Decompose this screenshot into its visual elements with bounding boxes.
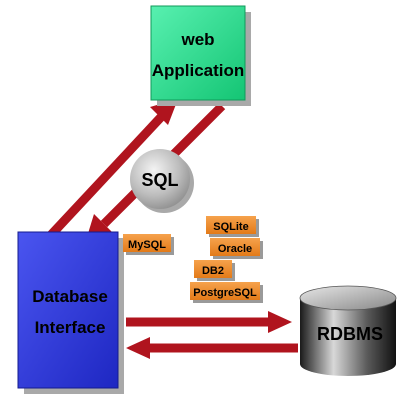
- tag-postgresql: PostgreSQL: [190, 282, 263, 303]
- driver-tags: MySQL SQLite Oracle DB2 PostgreSQL: [123, 216, 263, 303]
- database-interface-line1: Database: [32, 287, 108, 306]
- tag-sqlite: SQLite: [206, 216, 259, 237]
- tag-sqlite-label: SQLite: [213, 221, 248, 233]
- rdbms-label: RDBMS: [317, 324, 383, 344]
- arrow-interface-to-rdbms: [126, 311, 292, 333]
- tag-oracle: Oracle: [210, 238, 263, 259]
- tag-mysql-label: MySQL: [128, 239, 166, 251]
- sql-node: SQL: [130, 149, 194, 213]
- web-application-line1: web: [180, 30, 214, 49]
- tag-oracle-label: Oracle: [218, 243, 252, 255]
- tag-postgresql-label: PostgreSQL: [193, 287, 257, 299]
- rdbms-node: RDBMS: [299, 285, 397, 376]
- database-interface-line2: Interface: [35, 318, 106, 337]
- tag-db2-label: DB2: [202, 265, 224, 277]
- web-application-line2: Application: [152, 61, 245, 80]
- sql-label: SQL: [141, 170, 178, 190]
- database-interface-node: Database Interface: [17, 231, 124, 394]
- tag-db2: DB2: [194, 260, 235, 281]
- arrow-rdbms-to-interface: [126, 337, 298, 359]
- tag-mysql: MySQL: [123, 234, 174, 255]
- web-application-node: web Application: [150, 5, 251, 106]
